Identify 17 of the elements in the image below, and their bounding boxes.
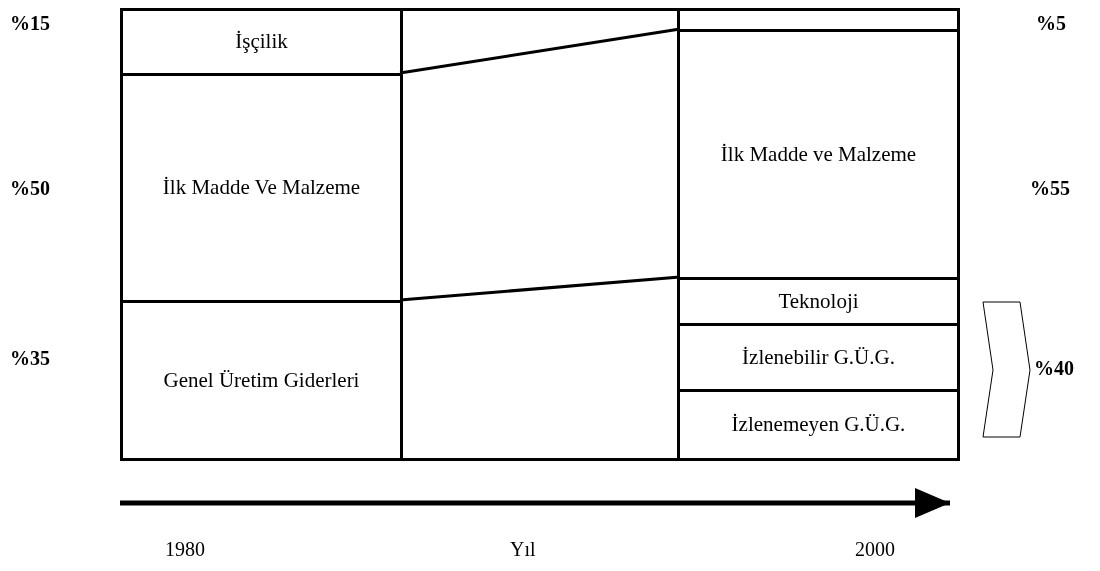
- segment-label: İlk Madde ve Malzeme: [719, 140, 918, 168]
- share-percent: %5: [1036, 12, 1066, 35]
- segment-label: Teknoloji: [777, 287, 860, 315]
- segment-label: İzlenebilir G.Ü.G.: [741, 343, 896, 371]
- share-percent: %50: [10, 177, 50, 200]
- segment-label: İzlenemeyen G.Ü.G.: [730, 411, 907, 439]
- segment-label: Genel Üretim Giderleri: [162, 366, 361, 394]
- axis-title: Yıl: [510, 538, 536, 561]
- share-percent: %35: [10, 347, 50, 370]
- share-percent: %55: [1030, 177, 1070, 200]
- segment-label: İşçilik: [234, 28, 289, 56]
- share-percent: %40: [1034, 357, 1074, 380]
- year-label: 1980: [165, 538, 205, 561]
- share-percent: %15: [10, 12, 50, 35]
- chevron-bracket: [982, 301, 1031, 438]
- year-label: 2000: [855, 538, 895, 561]
- segment-label: İlk Madde Ve Malzeme: [161, 174, 362, 202]
